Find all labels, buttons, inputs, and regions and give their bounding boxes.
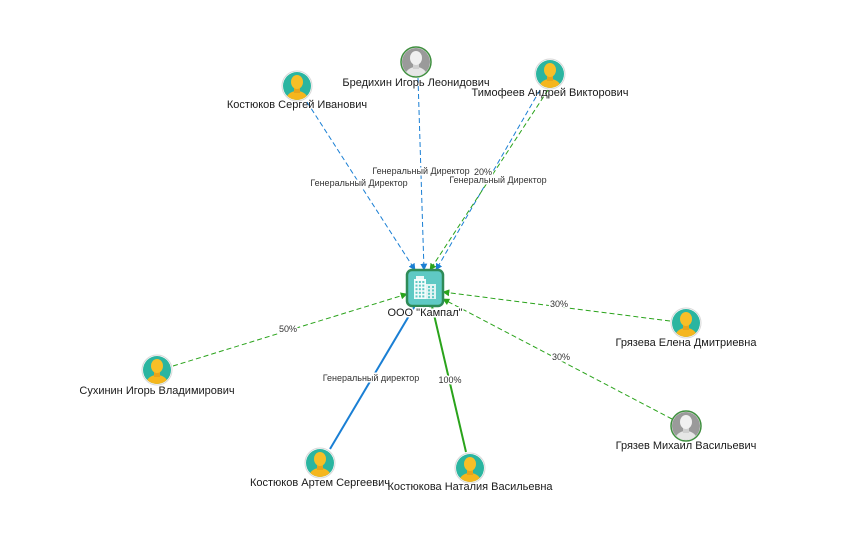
edge-label-bredikhin-director: Генеральный Директор xyxy=(372,166,469,176)
edge-label-kostyukov-a-director: Генеральный директор xyxy=(323,373,420,383)
person-name-label: Бредихин Игорь Леонидович xyxy=(342,77,489,89)
edge-label-timofeev-director: Генеральный Директор xyxy=(449,175,546,185)
edges-layer xyxy=(172,77,673,453)
company-name-label: ООО "Кампал" xyxy=(387,307,462,319)
person-node-gryazev[interactable]: Грязев Михаил Васильевич xyxy=(616,410,757,452)
person-name-label: Сухинин Игорь Владимирович xyxy=(79,385,234,397)
edge-kostyukov-a-director[interactable] xyxy=(329,303,417,450)
edge-timofeev-director[interactable] xyxy=(435,89,541,271)
person-node-timofeev[interactable]: Тимофеев Андрей Викторович xyxy=(472,58,629,99)
edge-gryazev-share[interactable] xyxy=(442,298,673,420)
avatar-icon xyxy=(670,410,702,442)
building-icon xyxy=(405,268,445,308)
edge-label-timofeev-share: 20% xyxy=(474,167,492,177)
avatar-icon xyxy=(141,354,173,386)
edge-label-gryazev-share: 30% xyxy=(552,352,570,362)
person-node-sukhinin[interactable]: Сухинин Игорь Владимирович xyxy=(79,354,235,397)
edge-label-gryazeva-share: 30% xyxy=(550,299,568,309)
person-node-gryazeva[interactable]: Грязева Елена Дмитриевна xyxy=(616,307,758,349)
edge-kostyukova-share[interactable] xyxy=(431,305,467,453)
nodes-layer: Костюков Сергей Иванович Бредихин Игорь Л… xyxy=(79,46,758,493)
person-node-kostyukov-a[interactable]: Костюков Артем Сергеевич xyxy=(250,447,390,489)
edge-label-kostyukov-s-director: Генеральный Директор xyxy=(310,178,407,188)
edge-gryazeva-share[interactable] xyxy=(442,289,671,322)
avatar-icon xyxy=(670,307,702,339)
avatar-icon xyxy=(454,452,486,484)
person-node-bredikhin[interactable]: Бредихин Игорь Леонидович xyxy=(342,46,490,89)
avatar-icon xyxy=(281,70,313,102)
avatar-icon xyxy=(400,46,432,78)
person-name-label: Костюкова Наталия Васильевна xyxy=(387,481,553,493)
edge-timofeev-share[interactable] xyxy=(429,89,549,271)
person-node-kostyukova[interactable]: Костюкова Наталия Васильевна xyxy=(387,452,553,493)
edge-label-sukhinin-share: 50% xyxy=(279,324,297,334)
avatar-icon xyxy=(534,58,566,90)
edge-sukhinin-share[interactable] xyxy=(172,292,408,367)
person-name-label: Костюков Артем Сергеевич xyxy=(250,477,390,489)
person-name-label: Грязева Елена Дмитриевна xyxy=(616,337,758,349)
avatar-icon xyxy=(304,447,336,479)
person-node-kostyukov-s[interactable]: Костюков Сергей Иванович xyxy=(227,70,367,111)
person-name-label: Тимофеев Андрей Викторович xyxy=(472,87,629,99)
edge-bredikhin-director[interactable] xyxy=(417,77,428,271)
edge-label-kostyukova-share: 100% xyxy=(438,375,461,385)
company-node[interactable]: ООО "Кампал" xyxy=(386,268,464,321)
edge-kostyukov-s-director[interactable] xyxy=(306,101,416,271)
person-name-label: Костюков Сергей Иванович xyxy=(227,99,367,111)
person-name-label: Грязев Михаил Васильевич xyxy=(616,440,757,452)
